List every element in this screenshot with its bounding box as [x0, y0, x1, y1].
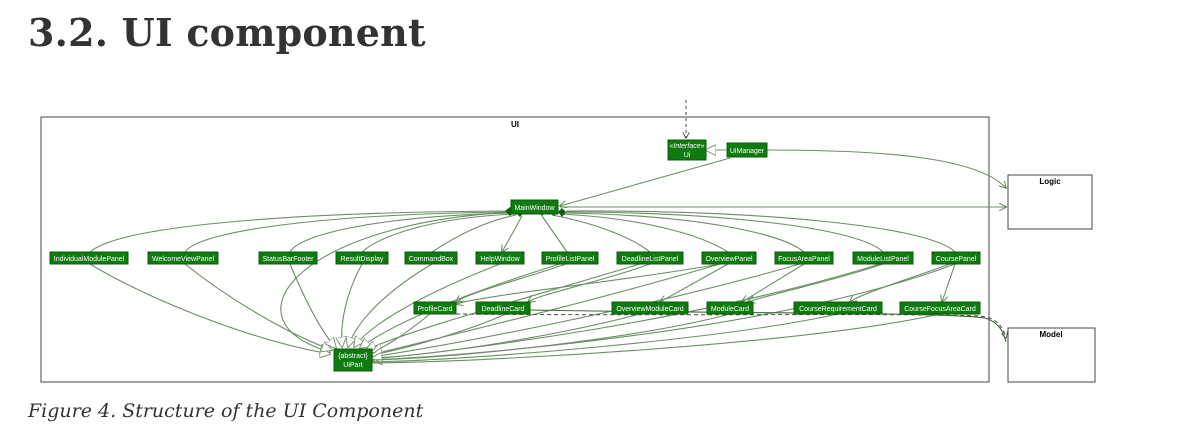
edge-modulecard-uipart	[371, 313, 731, 361]
figure-caption: Figure 4. Structure of the UI Component	[28, 400, 424, 422]
svg-text:OverviewPanel: OverviewPanel	[705, 256, 753, 263]
uimanager-class: UiManager	[726, 142, 768, 158]
svg-text:CourseFocusAreaCard: CourseFocusAreaCard	[904, 306, 976, 313]
svg-text:StatusBarFooter: StatusBarFooter	[263, 256, 315, 263]
edge-uimanager-logic	[765, 149, 1006, 188]
edge-mw-helpwindow	[502, 215, 523, 252]
svg-text:ResultDisplay: ResultDisplay	[341, 256, 384, 263]
edge-mw-modulelistpanel	[565, 211, 884, 253]
panel-helpwindow: HelpWindow	[475, 251, 525, 265]
svg-text:ModuleCard: ModuleCard	[711, 306, 749, 313]
edge-profilelistpanel-profilecard	[456, 263, 567, 302]
svg-text:ModuleListPanel: ModuleListPanel	[857, 256, 909, 263]
svg-text:UiManager: UiManager	[730, 148, 765, 155]
edge-mw-statusbarfooter	[289, 212, 513, 253]
panel-welcomeviewpanel: WelcomeViewPanel	[147, 251, 219, 265]
card-profilecard: ProfileCard	[413, 301, 457, 315]
edge-individualmodulepanel-uipart	[89, 263, 330, 354]
svg-text:Ui: Ui	[684, 152, 691, 159]
edge-mw-deadlinelistpanel	[551, 214, 651, 253]
edge-mw-overviewpanel	[559, 213, 729, 253]
edge-coursepanel-coursefocusareacard	[942, 263, 956, 302]
edge-coursepanel-uipart	[372, 263, 956, 360]
edge-focusareapanel-uipart	[372, 263, 801, 357]
svg-text:«Interface»: «Interface»	[669, 143, 704, 150]
panel-resultdisplay: ResultDisplay	[335, 251, 389, 265]
panel-profilelistpanel: ProfileListPanel	[541, 251, 599, 265]
edge-resultdisplay-uipart	[342, 263, 363, 347]
edge-modulelistpanel-modulecard	[748, 263, 884, 302]
svg-text:{abstract}: {abstract}	[338, 353, 368, 360]
edge-mw-profilelistpanel	[541, 215, 568, 253]
edge-commandbox-uipart	[348, 263, 433, 347]
page-title: 3.2. UI component	[28, 10, 426, 55]
svg-text:OverviewModuleCard: OverviewModuleCard	[616, 306, 683, 313]
edge-mw-resultdisplay	[361, 213, 515, 253]
edge-overviewmodulecard-uipart	[372, 313, 641, 358]
edge-deadlinelistpanel-deadlinecard	[528, 263, 651, 302]
ui-package-frame	[40, 116, 990, 383]
edge-deadlinelistpanel-uipart	[366, 263, 641, 350]
uipart-class: {abstract} UiPart	[333, 348, 373, 372]
edge-overviewpanel-profilecard	[456, 263, 721, 304]
edge-coursefocusareacard-uipart	[371, 313, 941, 364]
edge-deadlinecard-uipart	[372, 313, 507, 355]
svg-text:DeadlineListPanel: DeadlineListPanel	[622, 256, 679, 263]
edge-cards-model	[455, 313, 1006, 338]
panel-overviewpanel: OverviewPanel	[701, 251, 757, 265]
edge-focusareapanel-modulecard	[742, 263, 805, 302]
panel-statusbarfooter: StatusBarFooter	[258, 251, 318, 265]
model-package	[1007, 327, 1096, 383]
edge-mw-individualmodulepanel	[89, 210, 511, 253]
panel-individualmodulepanel: IndividualModulePanel	[49, 251, 129, 265]
edge-mw-uipart	[280, 211, 516, 352]
edge-mw-welcomeviewpanel	[184, 211, 511, 253]
svg-text:CourseRequirementCard: CourseRequirementCard	[799, 306, 877, 313]
edge-overviewpanel-overviewmodulecard	[660, 263, 729, 302]
edge-overviewpanel-uipart	[370, 263, 721, 355]
logic-package-label: Logic	[1039, 177, 1061, 186]
edge-mw-coursepanel	[565, 210, 956, 253]
card-courserequirementcard: CourseRequirementCard	[793, 301, 883, 315]
edge-mw-focusareapanel	[563, 212, 805, 253]
logic-package	[1007, 174, 1093, 230]
svg-text:UiPart: UiPart	[343, 362, 363, 369]
card-deadlinecard: DeadlineCard	[475, 301, 531, 315]
svg-text:ProfileListPanel: ProfileListPanel	[546, 256, 595, 263]
svg-text:CoursePanel: CoursePanel	[936, 256, 977, 263]
svg-text:HelpWindow: HelpWindow	[480, 256, 520, 263]
card-coursefocusareacard: CourseFocusAreaCard	[899, 301, 981, 315]
panel-focusareapanel: FocusAreaPanel	[774, 251, 834, 265]
edge-mw-commandbox	[431, 214, 517, 253]
mainwindow-class: MainWindow	[510, 199, 559, 215]
card-overviewmodulecard: OverviewModuleCard	[611, 301, 689, 315]
svg-text:WelcomeViewPanel: WelcomeViewPanel	[152, 256, 214, 263]
svg-text:FocusAreaPanel: FocusAreaPanel	[778, 256, 830, 263]
svg-text:ProfileCard: ProfileCard	[417, 306, 452, 313]
svg-text:IndividualModulePanel: IndividualModulePanel	[54, 256, 125, 263]
card-modulecard: ModuleCard	[706, 301, 754, 315]
edge-coursepanel-courserequirementcard	[850, 263, 951, 302]
edge-statusbarfooter-uipart	[289, 263, 336, 348]
panel-coursepanel: CoursePanel	[931, 251, 981, 265]
edge-uimanager-mainwindow	[560, 157, 731, 206]
model-package-label: Model	[1039, 330, 1062, 339]
svg-text:CommandBox: CommandBox	[409, 256, 454, 263]
panel-deadlinelistpanel: DeadlineListPanel	[616, 251, 684, 265]
ui-interface-class: «Interface» Ui	[667, 139, 707, 161]
diagram-edges	[89, 100, 1006, 364]
ui-package-label: UI	[511, 120, 519, 129]
panel-commandbox: CommandBox	[404, 251, 458, 265]
svg-text:DeadlineCard: DeadlineCard	[482, 306, 525, 313]
edge-profilecard-uipart	[372, 313, 431, 352]
panel-modulelistpanel: ModuleListPanel	[852, 251, 914, 265]
edge-welcomeviewpanel-uipart	[184, 263, 332, 350]
svg-text:MainWindow: MainWindow	[514, 205, 555, 212]
edge-courserequirementcard-uipart	[371, 313, 839, 363]
